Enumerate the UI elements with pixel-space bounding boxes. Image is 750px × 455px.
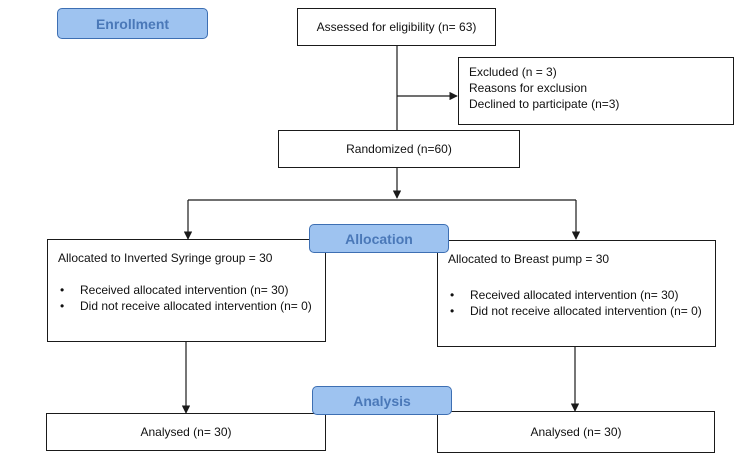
declined-count: Declined to participate (n=3) <box>469 97 620 111</box>
assessed-box: Assessed for eligibility (n= 63) <box>297 8 496 46</box>
left-received-item: Received allocated intervention (n= 30) <box>58 282 315 298</box>
exclusion-reasons-heading: Reasons for exclusion <box>469 81 588 95</box>
excluded-box: Excluded (n = 3) Reasons for exclusion D… <box>458 57 734 125</box>
enrollment-stage-label: Enrollment <box>57 8 208 39</box>
left-analysed-text: Analysed (n= 30) <box>140 425 232 439</box>
enrollment-label: Enrollment <box>95 15 170 32</box>
excluded-count: Excluded (n = 3) <box>469 65 557 79</box>
assessed-text: Assessed for eligibility (n= 63) <box>316 20 477 34</box>
randomized-box: Randomized (n=60) <box>278 130 520 168</box>
left-allocation-title: Allocated to Inverted Syringe group = 30 <box>58 251 273 265</box>
left-allocation-box: Allocated to Inverted Syringe group = 30… <box>47 239 326 342</box>
right-received-item: Received allocated intervention (n= 30) <box>448 287 705 303</box>
randomized-text: Randomized (n=60) <box>346 142 452 156</box>
analysis-label: Analysis <box>353 392 411 409</box>
right-allocation-title: Allocated to Breast pump = 30 <box>448 252 610 266</box>
left-not-received-item: Did not receive allocated intervention (… <box>58 298 315 314</box>
right-analysed-box: Analysed (n= 30) <box>437 411 715 453</box>
allocation-label: Allocation <box>345 230 413 247</box>
right-not-received-item: Did not receive allocated intervention (… <box>448 303 705 319</box>
analysis-stage-label: Analysis <box>312 386 452 415</box>
right-analysed-text: Analysed (n= 30) <box>530 425 622 439</box>
allocation-stage-label: Allocation <box>309 224 449 253</box>
left-analysed-box: Analysed (n= 30) <box>46 413 326 451</box>
right-allocation-box: Allocated to Breast pump = 30 Received a… <box>437 240 716 347</box>
